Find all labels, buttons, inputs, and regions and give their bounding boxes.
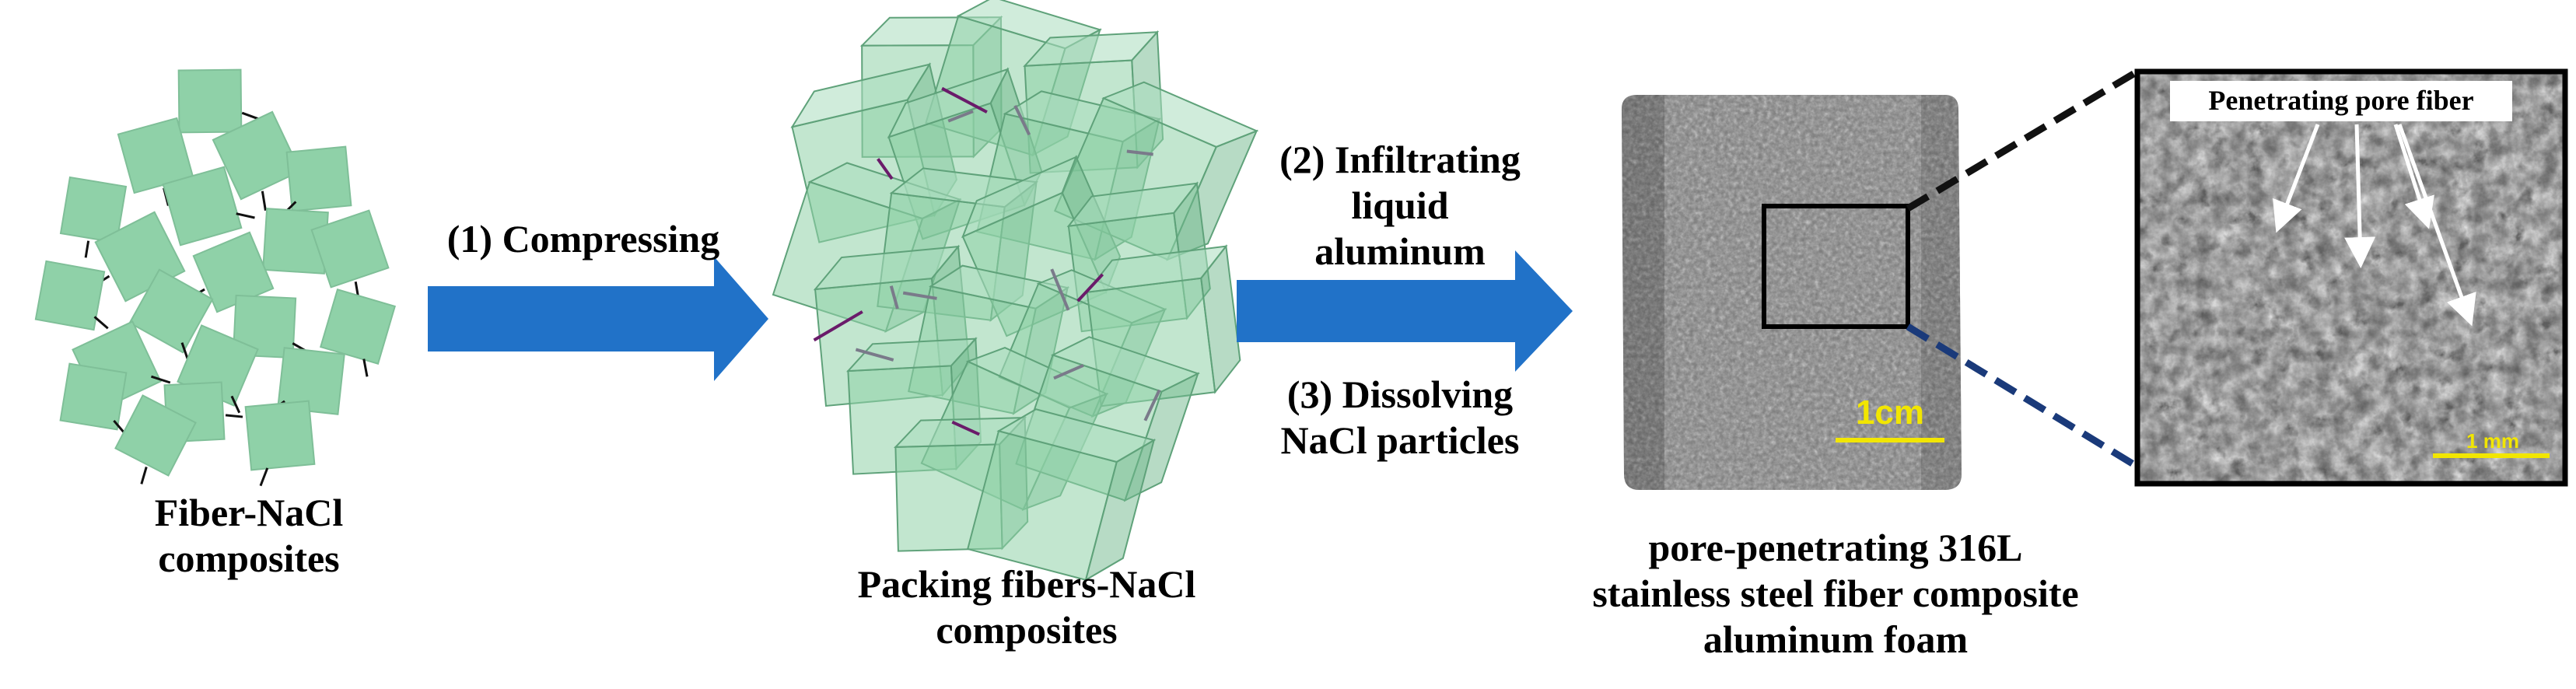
sem-scale-label: 1 mm bbox=[2466, 429, 2519, 453]
step-dissolving-line-1: (3) Dissolving bbox=[1286, 372, 1514, 416]
nacl-particle bbox=[282, 145, 352, 215]
fiber bbox=[902, 291, 937, 300]
nacl-particle bbox=[244, 400, 316, 487]
caption-foam-line-2: stainless steel fiber composite bbox=[1592, 572, 2079, 615]
zoom-region-box bbox=[1762, 204, 1910, 329]
fiber bbox=[855, 348, 894, 362]
fiber bbox=[1050, 268, 1070, 311]
caption-packing: Packing fibers-NaCl composites bbox=[824, 561, 1229, 653]
sem-arrow-4 bbox=[2397, 124, 2476, 327]
arrow-infiltrating bbox=[1237, 250, 1573, 372]
nacl-particle bbox=[128, 268, 214, 361]
zoom-line-top bbox=[1906, 68, 2140, 212]
fiber bbox=[941, 86, 988, 114]
nacl-particle bbox=[162, 166, 255, 247]
caption-fiber-nacl: Fiber-NaCl composites bbox=[93, 490, 404, 582]
sem-arrow-2 bbox=[2344, 124, 2376, 268]
fiber bbox=[1126, 149, 1153, 156]
sem-arrow-1 bbox=[2273, 124, 2320, 233]
nacl-particle bbox=[212, 110, 302, 211]
nacl-particle bbox=[114, 394, 197, 484]
nacl-particle bbox=[320, 289, 396, 377]
caption-fiber-nacl-line-1: Fiber-NaCl bbox=[154, 491, 344, 534]
zoom-line-bottom bbox=[1906, 324, 2140, 470]
caption-packing-line-2: composites bbox=[936, 608, 1118, 652]
fiber bbox=[877, 158, 894, 180]
caption-foam-line-1: pore-penetrating 316L bbox=[1648, 526, 2023, 569]
sem-title-box bbox=[2170, 81, 2512, 121]
step-infiltrating-label: (2) Infiltrating liquid aluminum bbox=[1237, 137, 1563, 275]
caption-foam-line-3: aluminum foam bbox=[1703, 617, 1969, 661]
caption-foam: pore-penetrating 316L stainless steel fi… bbox=[1540, 525, 2131, 663]
nacl-particle bbox=[177, 68, 261, 134]
fiber bbox=[1076, 273, 1104, 303]
step-infiltrating-line-2: liquid bbox=[1351, 184, 1449, 227]
packed-fibers-nacl-illustration bbox=[772, 0, 1259, 582]
foam-sample-photo bbox=[1622, 95, 1962, 490]
packed-cube bbox=[966, 408, 1157, 582]
nacl-particle bbox=[310, 209, 390, 300]
fiber bbox=[1053, 363, 1084, 380]
fiber bbox=[947, 110, 974, 123]
fiber bbox=[889, 285, 899, 310]
sem-title-label: Penetrating pore fiber bbox=[2208, 85, 2474, 116]
nacl-particle bbox=[59, 176, 128, 258]
step-dissolving-label: (3) Dissolving NaCl particles bbox=[1237, 372, 1563, 463]
nacl-particle bbox=[59, 362, 128, 435]
fiber-nacl-composite-illustration bbox=[34, 68, 396, 487]
step-compressing-label: (1) Compressing bbox=[446, 217, 720, 261]
photo-scale-label: 1cm bbox=[1855, 393, 1925, 432]
fiber bbox=[951, 420, 980, 436]
fiber bbox=[1013, 105, 1031, 136]
sem-micrograph bbox=[2134, 68, 2568, 487]
step-dissolving-line-2: NaCl particles bbox=[1280, 418, 1520, 462]
sem-arrow-3 bbox=[2393, 124, 2434, 229]
nacl-particle bbox=[34, 260, 109, 331]
step-infiltrating-line-3: aluminum bbox=[1314, 229, 1486, 273]
arrow-compressing bbox=[428, 257, 768, 381]
caption-fiber-nacl-line-2: composites bbox=[158, 537, 340, 580]
caption-packing-line-1: Packing fibers-NaCl bbox=[857, 562, 1196, 606]
fiber bbox=[813, 310, 863, 342]
fiber bbox=[1143, 389, 1161, 421]
step-infiltrating-line-1: (2) Infiltrating bbox=[1279, 138, 1521, 181]
